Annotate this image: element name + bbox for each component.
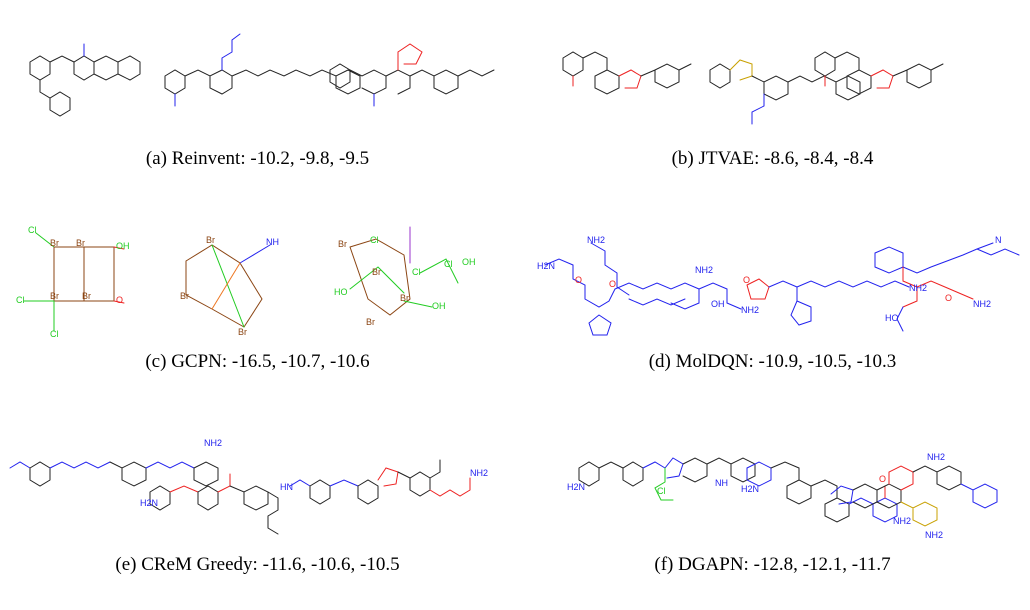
- atom-label: O: [879, 474, 886, 484]
- atom-label: HO: [334, 287, 348, 297]
- panel-b: (b) JTVAE: -8.6, -8.4, -8.4: [515, 0, 1030, 203]
- molecule-d-1: [544, 242, 742, 336]
- molecule-e-2: [149, 473, 279, 535]
- atom-label: O: [116, 295, 123, 305]
- atom-label: NH2: [973, 299, 991, 309]
- atom-label: Br: [76, 238, 85, 248]
- atom-label: N: [995, 235, 1002, 245]
- panel-c: Cl Br Br OH Cl Br Br O Cl Br NH Br Br Br…: [0, 203, 515, 406]
- atom-label: H2N: [537, 261, 555, 271]
- atom-label: O: [575, 275, 582, 285]
- atom-label: NH2: [909, 283, 927, 293]
- caption-c: (c) GCPN: -16.5, -10.7, -10.6: [145, 351, 370, 372]
- atom-label: NH2: [470, 468, 488, 478]
- atom-label: O: [743, 275, 750, 285]
- caption-d: (d) MolDQN: -10.9, -10.5, -10.3: [648, 351, 897, 372]
- atom-label: OH: [432, 301, 446, 311]
- panel-e: NH2 H2N HN NH2 (e) CReM Greedy: -11.6, -…: [0, 406, 515, 609]
- molecule-c-2: [185, 244, 271, 328]
- atom-label: OH: [462, 257, 476, 267]
- atom-label: NH2: [925, 530, 943, 540]
- atom-label: Br: [372, 267, 381, 277]
- molecule-f-3: [830, 465, 998, 527]
- atom-label: OH: [116, 241, 130, 251]
- atom-label: Cl: [16, 295, 25, 305]
- atom-label: Br: [206, 235, 215, 245]
- atom-label: NH2: [927, 452, 945, 462]
- atom-label: Br: [180, 291, 189, 301]
- atom-label: O: [609, 279, 616, 289]
- atom-label: NH: [266, 237, 279, 247]
- molecule-f-1: [578, 457, 756, 501]
- panel-d: H2N NH2 O O NH2 OH NH2 O NH2 N O HO NH2 …: [515, 203, 1030, 406]
- atom-label: Cl: [657, 486, 666, 496]
- atom-label: Br: [50, 238, 59, 248]
- molecule-a-1: [29, 43, 141, 117]
- panel-a: (a) Reinvent: -10.2, -9.8, -9.5: [0, 0, 515, 203]
- molecule-b-1: [562, 51, 692, 95]
- molecule-b-2: [709, 59, 861, 125]
- atom-label: Br: [400, 293, 409, 303]
- caption-b: (b) JTVAE: -8.6, -8.4, -8.4: [671, 148, 874, 169]
- molecule-c-1: [23, 232, 125, 332]
- atom-label: HN: [280, 482, 293, 492]
- atom-label: NH2: [741, 305, 759, 315]
- atom-label: Br: [50, 291, 59, 301]
- molecule-a-2: [164, 33, 361, 107]
- molecule-row-b: [562, 51, 944, 125]
- molecule-row-a: [29, 33, 495, 117]
- molecule-row-e: NH2 H2N HN NH2: [9, 438, 488, 535]
- atom-label: Cl: [412, 267, 421, 277]
- atom-label: OH: [711, 299, 725, 309]
- caption-f: (f) DGAPN: -12.8, -12.1, -11.7: [654, 554, 891, 575]
- molecule-row-c: Cl Br Br OH Cl Br Br O Cl Br NH Br Br Br…: [16, 225, 476, 339]
- atom-label: NH2: [587, 235, 605, 245]
- atom-label: Br: [338, 239, 347, 249]
- molecule-c-3: [349, 226, 459, 316]
- atom-label: NH2: [695, 265, 713, 275]
- atom-label: H2N: [567, 482, 585, 492]
- molecule-a-3: [329, 43, 495, 107]
- molecule-row-f: H2N NH Cl H2N O NH2 NH2 NH2: [567, 452, 998, 540]
- caption-e: (e) CReM Greedy: -11.6, -10.6, -10.5: [115, 554, 400, 575]
- atom-label: Cl: [28, 225, 37, 235]
- atom-label: NH2: [893, 516, 911, 526]
- molecule-e-3: [289, 459, 471, 505]
- atom-label: NH2: [204, 438, 222, 448]
- panel-f: H2N NH Cl H2N O NH2 NH2 NH2 (f) DGAPN: -…: [515, 406, 1030, 609]
- atom-label: NH: [715, 478, 728, 488]
- atom-label: HO: [885, 313, 899, 323]
- atom-label: Br: [366, 317, 375, 327]
- molecule-row-d: H2N NH2 O O NH2 OH NH2 O NH2 N O HO NH2: [537, 235, 1020, 336]
- atom-label: Cl: [370, 235, 379, 245]
- molecule-d-3: [874, 242, 1020, 332]
- atom-label: Br: [238, 327, 247, 337]
- molecule-f-2: [746, 461, 898, 523]
- molecule-b-3: [814, 51, 944, 95]
- atom-label: Cl: [50, 329, 59, 339]
- atom-label: H2N: [140, 498, 158, 508]
- atom-label: Cl: [444, 259, 453, 269]
- atom-label: H2N: [741, 484, 759, 494]
- molecule-e-1: [9, 461, 219, 487]
- atom-label: O: [945, 293, 952, 303]
- molecule-d-2: [746, 278, 910, 326]
- atom-label: Br: [82, 291, 91, 301]
- caption-a: (a) Reinvent: -10.2, -9.8, -9.5: [145, 148, 370, 169]
